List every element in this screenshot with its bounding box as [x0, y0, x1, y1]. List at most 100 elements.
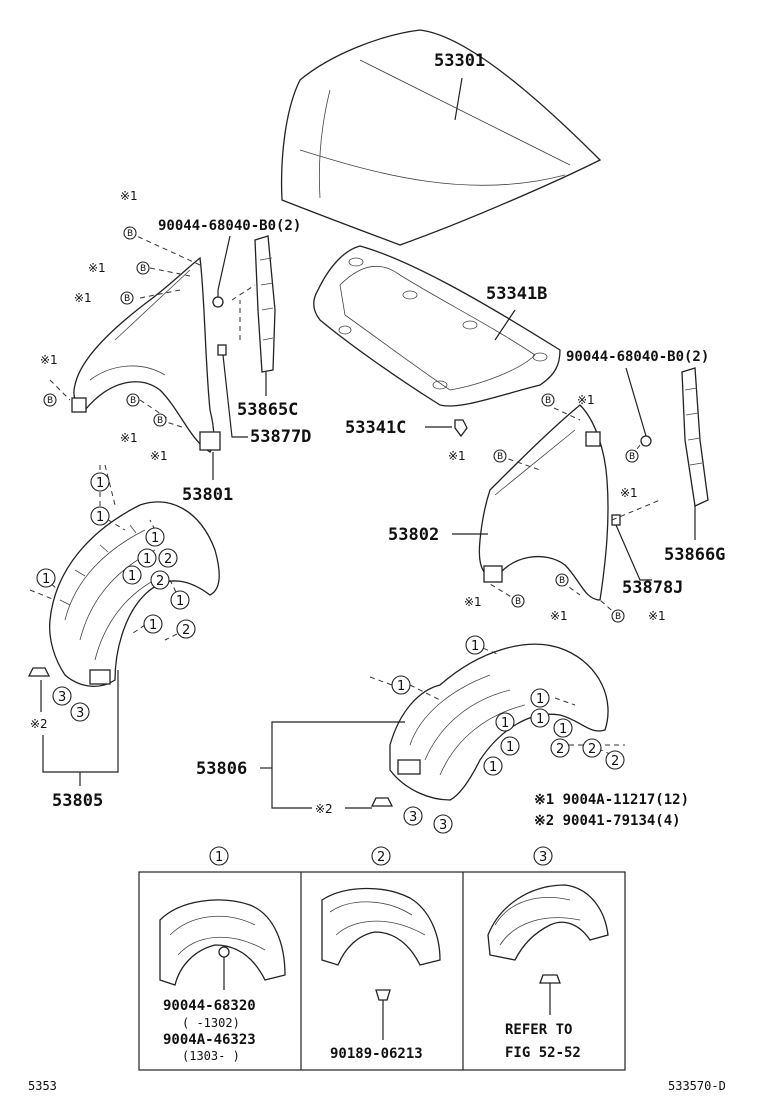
note1-marker: ※1: [150, 449, 168, 463]
left-bolt-leader: [217, 235, 231, 291]
fastener-2-marker: 2: [164, 552, 172, 567]
bolt-marker: B: [124, 294, 130, 304]
left-bolt: [212, 290, 224, 308]
note2-text: ※2 90041-79134(4): [534, 813, 681, 829]
fastener-2-marker: 2: [182, 623, 190, 638]
note1-marker: ※1: [620, 486, 638, 500]
fastener-1-marker: 1: [536, 692, 544, 707]
note2-marker: ※2: [315, 802, 333, 816]
hood-part-label: 53301: [434, 51, 485, 71]
detail-1-range-a: ( -1302): [182, 1016, 240, 1030]
detail-3-liner-sketch: [487, 884, 609, 961]
insulator-leader: [494, 309, 516, 341]
left-bolt-label: 90044-68040-B0(2): [158, 218, 301, 234]
fastener-1-marker: 1: [471, 639, 479, 654]
note1-marker: ※1: [40, 353, 58, 367]
bolt-marker: B: [130, 396, 136, 406]
right-bolt: [640, 435, 652, 447]
right-fender-clip-markers: B ※1 ※1 B B ※1 B ※1 B ※1 B ※1: [448, 393, 666, 623]
hood-leader: [454, 77, 463, 121]
note1-marker: ※1: [120, 431, 138, 445]
fastener-1-marker: 1: [489, 760, 497, 775]
left-seal-lower: [217, 344, 227, 356]
bolt-marker: B: [515, 597, 521, 607]
left-liner-clip: [27, 667, 51, 677]
detail-1-range-b: (1303- ): [182, 1049, 240, 1063]
left-liner-label: 53805: [52, 791, 103, 811]
bolt-marker: B: [47, 396, 53, 406]
right-liner-label: 53806: [196, 759, 247, 779]
detail-2-marker: [371, 846, 391, 866]
detail-1-number: 1: [215, 850, 223, 865]
fastener-3-marker: 3: [76, 706, 84, 721]
footer-right-code: 533570-D: [668, 1079, 726, 1093]
detail-2-liner-sketch: [321, 887, 441, 966]
left-liner-fastener-markers: 1 1 1 1 2 1 2 1 1 1 2 3 3: [36, 472, 196, 722]
bolt-marker: B: [545, 396, 551, 406]
note1-marker: ※1: [550, 609, 568, 623]
footer-left-code: 5353: [28, 1079, 57, 1093]
fastener-1-marker: 1: [536, 712, 544, 727]
left-fender-label: 53801: [182, 485, 233, 505]
left-seal-upper: [254, 235, 276, 373]
fastener-2-marker: 2: [611, 754, 619, 769]
hood-insulator-label: 53341B: [486, 284, 547, 304]
right-liner-bracket: [271, 721, 405, 809]
fastener-1-marker: 1: [128, 569, 136, 584]
fastener-2-marker: 2: [556, 742, 564, 757]
hood-insulator: [313, 245, 561, 407]
note1-marker: ※1: [88, 261, 106, 275]
fastener-1-marker: 1: [397, 679, 405, 694]
bolt-marker: B: [157, 416, 163, 426]
detail-2-number: 2: [377, 850, 385, 865]
note1-text: ※1 9004A-11217(12): [534, 792, 689, 808]
detail-1-liner-sketch: [159, 899, 286, 986]
fastener-1-marker: 1: [506, 740, 514, 755]
detail-3-clip: [539, 974, 561, 1015]
note1-marker: ※1: [648, 609, 666, 623]
fastener-2-marker: 2: [588, 742, 596, 757]
fastener-1-marker: 1: [143, 552, 151, 567]
right-fender: [478, 404, 609, 601]
note1-marker: ※1: [577, 393, 595, 407]
right-bolt-label: 90044-68040-B0(2): [566, 349, 709, 365]
fastener-3-marker: 3: [58, 690, 66, 705]
bolt-marker: B: [615, 612, 621, 622]
left-fender-clip-markers: ※1 B ※1 B ※1 B ※1 B B ※1 B ※1: [40, 189, 168, 463]
bolt-marker: B: [497, 452, 503, 462]
right-liner-fastener-markers: 1 1 1 1 1 1 1 2 2 2 1 3 3: [391, 635, 625, 834]
detail-3-marker: [533, 846, 553, 866]
insulator-clip: [454, 419, 468, 438]
fastener-1-marker: 1: [559, 722, 567, 737]
left-seal-lower-leader: [222, 354, 248, 438]
detail-1-part-b: 9004A-46323: [163, 1032, 256, 1048]
insulator-clip-label: 53341C: [345, 418, 406, 438]
right-seal-upper-label: 53866G: [664, 545, 725, 565]
right-seal-lower-label: 53878J: [622, 578, 683, 598]
detail-3-reference-line1: REFER TO: [505, 1022, 572, 1038]
left-fender: [71, 256, 221, 453]
detail-1-part-a: 90044-68320: [163, 998, 256, 1014]
right-seal-upper: [681, 367, 709, 507]
detail-3-number: 3: [539, 850, 547, 865]
fastener-detail-box: [138, 871, 626, 1071]
detail-2-part: 90189-06213: [330, 1046, 423, 1062]
left-liner: [49, 501, 220, 687]
detail-1-marker: [209, 846, 229, 866]
right-fender-label: 53802: [388, 525, 439, 545]
bolt-marker: B: [140, 264, 146, 274]
note2-marker: ※2: [30, 717, 48, 731]
bolt-marker: B: [127, 229, 133, 239]
left-seal-upper-label: 53865C: [237, 400, 298, 420]
right-liner-clip: [370, 797, 394, 807]
note1-marker: ※1: [120, 189, 138, 203]
note1-marker: ※1: [448, 449, 466, 463]
fastener-3-marker: 3: [439, 818, 447, 833]
fastener-1-marker: 1: [151, 531, 159, 546]
fastener-1-marker: 1: [96, 510, 104, 525]
note1-marker: ※1: [74, 291, 92, 305]
bolt-marker: B: [629, 452, 635, 462]
note1-marker: ※1: [464, 595, 482, 609]
fastener-1-marker: 1: [42, 572, 50, 587]
